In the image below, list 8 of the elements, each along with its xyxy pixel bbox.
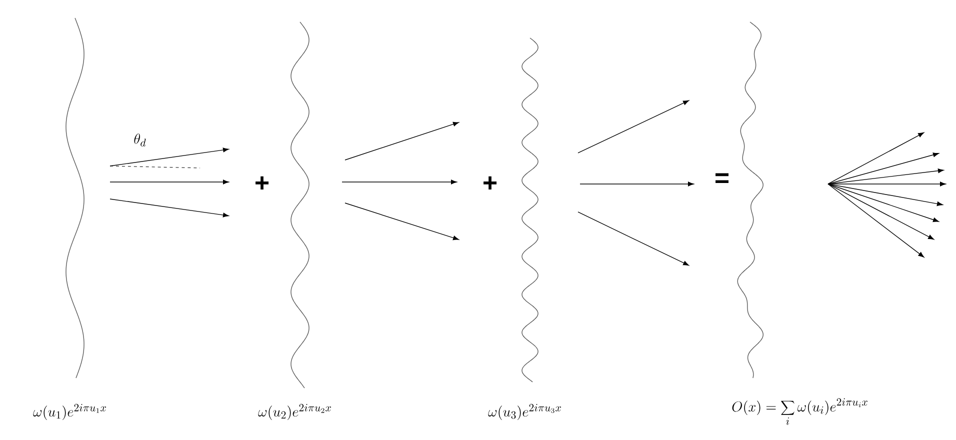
operator-sign: + bbox=[256, 176, 269, 190]
formula-label: $\omega(u_2)e^{2i\pi u_2 x}$ bbox=[258, 404, 331, 420]
formula-label: $O(x)=\sum_{i}\omega(u_i)e^{2i\pi u_i x}$ bbox=[732, 398, 868, 425]
operator-sign: = bbox=[716, 173, 728, 184]
formula-label: $\omega(u_1)e^{2i\pi u_1 x}$ bbox=[33, 404, 106, 420]
formula-label: $\omega(u_3)e^{2i\pi u_3 x}$ bbox=[488, 404, 561, 420]
formula-label: $\theta_d$ bbox=[134, 134, 146, 146]
operator-sign: + bbox=[484, 176, 497, 190]
